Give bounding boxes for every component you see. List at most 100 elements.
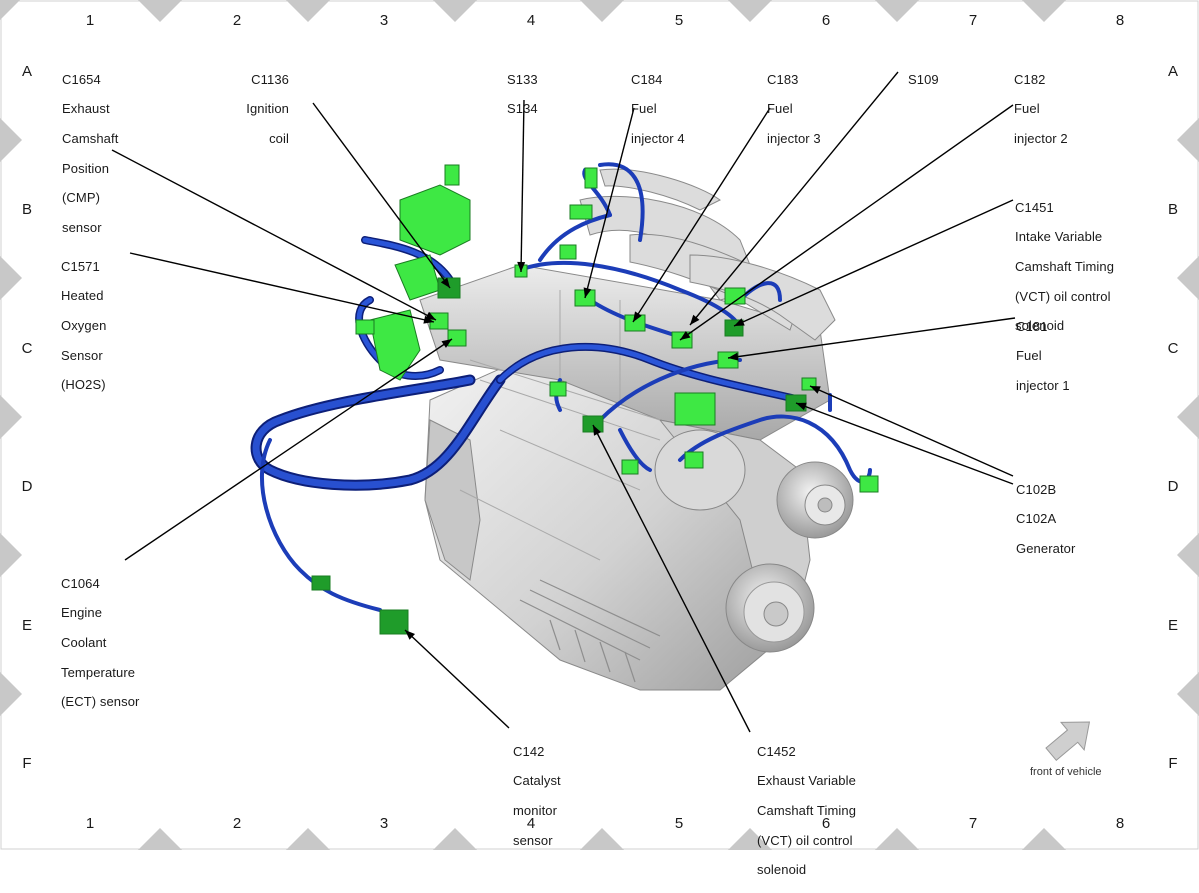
row-label-c-left: C xyxy=(21,340,33,357)
col-label-6-top: 6 xyxy=(821,12,831,29)
callout-line: Intake Variable xyxy=(1015,229,1103,245)
callout-c184: C184 Fuel injector 4 xyxy=(631,58,685,162)
oil-pan xyxy=(519,579,661,683)
row-label-d-left: D xyxy=(21,478,33,495)
callout-c1654: C1654 Exhaust Camshaft Position (CMP) se… xyxy=(62,58,118,250)
callout-c102: C102B C102A Generator xyxy=(1016,468,1075,572)
frame-triangle-bottom xyxy=(875,828,919,850)
callout-line: C183 xyxy=(767,71,799,87)
callout-line: C102A xyxy=(1016,511,1057,527)
row-label-d-right: D xyxy=(1167,478,1179,495)
ignition-coil-pack xyxy=(399,184,471,256)
frame-triangle-bottom xyxy=(138,828,182,850)
callout-line: coil xyxy=(269,130,289,146)
frame-triangle-top xyxy=(433,0,477,22)
c142-connector xyxy=(379,609,409,635)
callout-line: Engine xyxy=(61,605,103,621)
frame-triangle-left xyxy=(0,395,22,439)
callout-c1571: C1571 Heated Oxygen Sensor (HO2S) xyxy=(61,245,106,408)
frame-triangle-bottom xyxy=(286,828,330,850)
callout-c1451: C1451 Intake Variable Camshaft Timing (V… xyxy=(1015,186,1114,349)
callout-c142: C142 Catalyst monitor sensor xyxy=(513,730,561,863)
callout-line: solenoid xyxy=(757,862,807,878)
frame-triangle-right xyxy=(1177,672,1199,716)
frame-triangle-bottom xyxy=(728,828,772,850)
c1064-connector xyxy=(447,329,467,347)
row-label-a-left: A xyxy=(21,63,32,80)
callout-line: C1451 xyxy=(1015,199,1054,215)
callout-c183: C183 Fuel injector 3 xyxy=(767,58,821,162)
callout-s109: S109 xyxy=(908,58,939,102)
leader-arrowhead xyxy=(810,386,821,394)
callout-line: (VCT) oil control xyxy=(1015,288,1111,304)
callout-line: C142 xyxy=(513,743,545,759)
frame-triangle-left xyxy=(0,533,22,577)
frame-triangle-bottom xyxy=(580,828,624,850)
leader-arrowhead xyxy=(728,352,739,361)
frame-triangle-left xyxy=(0,118,22,162)
c1452-connector xyxy=(582,415,604,433)
callout-line: injector 1 xyxy=(1016,377,1070,393)
callout-line: Ignition xyxy=(246,101,289,117)
c1136-connector xyxy=(437,277,461,299)
cam-pulley xyxy=(654,429,746,511)
frame-triangle-top xyxy=(138,0,182,22)
leader-arrowhead xyxy=(633,311,642,322)
callout-line: Camshaft xyxy=(62,130,119,146)
leader-arrowhead xyxy=(690,314,700,325)
leader-arrowhead xyxy=(734,318,745,326)
row-label-e-left: E xyxy=(21,617,32,634)
engine-block xyxy=(419,168,854,691)
callout-line: injector 4 xyxy=(631,130,685,146)
leader-arrowhead xyxy=(405,630,416,640)
frame-triangle-bottom xyxy=(433,828,477,850)
callout-line: (VCT) oil control xyxy=(757,832,853,848)
frame-triangle-top xyxy=(1022,0,1066,22)
intake-manifold xyxy=(579,168,836,341)
callout-line: C1654 xyxy=(62,71,101,87)
callout-line: C1571 xyxy=(61,258,100,274)
callout-line: S134 xyxy=(507,101,538,117)
frame-triangle-right xyxy=(1177,533,1199,577)
leader-arrowheads xyxy=(405,261,821,640)
callout-line: Fuel xyxy=(1016,348,1042,364)
frame-triangle-top xyxy=(580,0,624,22)
callout-line: Camshaft Timing xyxy=(757,802,857,818)
leader-arrowhead xyxy=(680,330,691,340)
callout-line: Catalyst xyxy=(513,773,561,789)
callout-line: Fuel xyxy=(767,101,793,117)
row-label-b-left: B xyxy=(21,201,32,218)
frame-triangle-right xyxy=(1177,256,1199,300)
col-label-5-bottom: 5 xyxy=(674,815,684,832)
leader-arrowhead xyxy=(441,339,452,348)
callout-line: C182 xyxy=(1014,71,1046,87)
col-label-4-bottom: 4 xyxy=(526,815,536,832)
callout-line: Oxygen xyxy=(61,317,107,333)
col-label-7-top: 7 xyxy=(968,12,978,29)
leader-arrowhead xyxy=(440,277,450,288)
leader-arrowhead xyxy=(796,402,807,411)
col-label-2-top: 2 xyxy=(232,12,242,29)
col-label-3-bottom: 3 xyxy=(379,815,389,832)
row-label-e-right: E xyxy=(1167,617,1178,634)
callout-line: (ECT) sensor xyxy=(61,694,140,710)
col-label-1-bottom: 1 xyxy=(85,815,95,832)
row-label-f-left: F xyxy=(22,755,32,772)
callout-line: Position xyxy=(62,160,110,176)
leader-lines xyxy=(111,71,1016,733)
callout-line: (HO2S) xyxy=(61,377,106,393)
callout-line: injector 2 xyxy=(1014,130,1068,146)
callout-c182: C182 Fuel injector 2 xyxy=(1014,58,1068,162)
frame-triangle-right xyxy=(1177,118,1199,162)
col-label-7-bottom: 7 xyxy=(968,815,978,832)
row-label-c-right: C xyxy=(1167,340,1179,357)
callout-line: Temperature xyxy=(61,664,136,680)
callout-line: C1452 xyxy=(757,743,796,759)
frame-triangles xyxy=(0,0,1199,850)
callout-line: Heated xyxy=(61,288,104,304)
col-label-4-top: 4 xyxy=(526,12,536,29)
callout-line: Sensor xyxy=(61,347,103,363)
col-label-2-bottom: 2 xyxy=(232,815,242,832)
callout-line: (CMP) xyxy=(62,190,101,206)
